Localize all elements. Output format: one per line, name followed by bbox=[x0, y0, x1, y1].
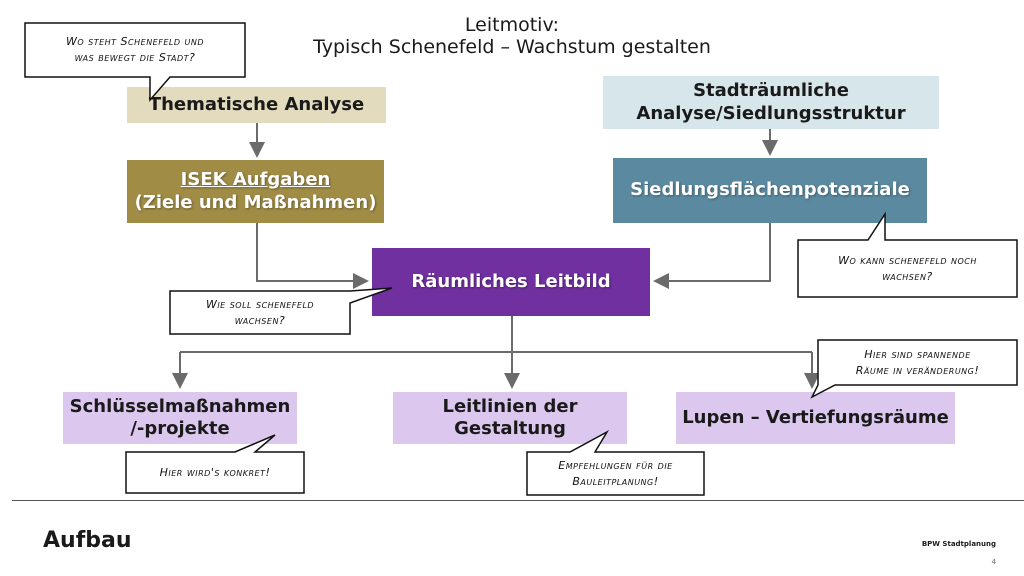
box-schluessel-line2: /-projekte bbox=[130, 418, 230, 439]
box-siedlungsflaechenpotenziale: Siedlungsflächenpotenziale bbox=[613, 158, 927, 223]
bubble-wo-kann-outline bbox=[797, 211, 1018, 298]
bubble-empfehlungen-outline bbox=[526, 430, 705, 496]
box-isek-line1: ISEK Aufgaben bbox=[180, 169, 331, 190]
diagram-title: Leitmotiv: Typisch Schenefeld – Wachstum… bbox=[262, 14, 762, 58]
box-siedlung-label: Siedlungsflächenpotenziale bbox=[630, 179, 910, 201]
bubble-empfehlungen-line2: Bauleitplanung! bbox=[572, 474, 659, 488]
bubble-wie-soll-line2: wachsen? bbox=[234, 313, 286, 327]
bubble-empfehlungen-line1: Empfehlungen für die bbox=[558, 458, 673, 472]
box-leitlinien-line2: Gestaltung bbox=[454, 418, 566, 439]
bubble-wie-soll: Wie soll schenefeld wachsen? bbox=[172, 293, 348, 332]
box-leitbild-label: Räumliches Leitbild bbox=[411, 270, 611, 292]
bubble-hier-sind: Hier sind spannende Räume in veränderung… bbox=[820, 342, 1015, 383]
box-raeumliches-leitbild: Räumliches Leitbild bbox=[372, 248, 650, 316]
box-schluessel-line1: Schlüsselmaßnahmen bbox=[69, 395, 291, 417]
box-lupen-vertiefungsraeume: Lupen – Vertiefungsräume bbox=[676, 392, 955, 444]
brand-label: BPW Stadtplanung bbox=[921, 540, 996, 548]
bubble-hier-sind-line1: Hier sind spannende bbox=[864, 347, 971, 361]
bubble-hier-sind-line2: Räume in veränderung! bbox=[855, 363, 980, 377]
box-leitlinien-gestaltung: Leitlinien der Gestaltung bbox=[393, 392, 627, 444]
bubble-wo-steht-line1: Wo steht Schenefeld und bbox=[65, 35, 205, 49]
bubble-wo-steht-outline bbox=[24, 22, 246, 103]
section-title: Aufbau bbox=[43, 528, 132, 553]
box-stadt-line1: Stadträumliche bbox=[693, 80, 849, 101]
title-line-2: Typisch Schenefeld – Wachstum gestalten bbox=[313, 36, 711, 58]
bubble-hier-wirds: Hier wird's konkret! bbox=[128, 454, 302, 491]
box-stadt-line2: Analyse/Siedlungsstruktur bbox=[636, 102, 906, 124]
title-line-1: Leitmotiv: bbox=[464, 14, 560, 36]
arrow-siedlung-to-leitbild bbox=[653, 223, 771, 289]
bubble-hier-wirds-line1: Hier wird's konkret! bbox=[159, 465, 271, 479]
bubble-wie-soll-line1: Wie soll schenefeld bbox=[205, 297, 315, 311]
bubble-wo-kann-line2: wachsen? bbox=[882, 269, 933, 283]
bubble-hier-wirds-outline bbox=[125, 434, 305, 494]
box-isek-aufgaben: ISEK Aufgaben (Ziele und Maßnahmen) bbox=[127, 160, 384, 223]
box-thematische-analyse: Thematische Analyse bbox=[127, 87, 386, 123]
bubble-wo-kann: Wo kann schenefeld noch wachsen? bbox=[800, 242, 1015, 295]
bubble-wo-steht: Wo steht Schenefeld und was bewegt die S… bbox=[27, 25, 243, 75]
page-number: 4 bbox=[991, 558, 996, 566]
box-thematische-label: Thematische Analyse bbox=[148, 93, 365, 115]
box-lupen-label: Lupen – Vertiefungsräume bbox=[682, 406, 949, 428]
footer-divider bbox=[12, 500, 1024, 501]
bubble-wo-steht-line2: was bewegt die Stadt? bbox=[74, 51, 196, 64]
bubble-wie-soll-outline bbox=[169, 287, 393, 335]
bubble-hier-sind-outline bbox=[810, 339, 1018, 399]
box-schluesselmassnahmen: Schlüsselmaßnahmen /-projekte bbox=[63, 392, 297, 444]
bubble-empfehlungen: Empfehlungen für die Bauleitplanung! bbox=[529, 454, 702, 493]
box-leitlinien-line1: Leitlinien der bbox=[442, 395, 578, 417]
arrow-isek-to-leitbild bbox=[256, 223, 369, 289]
box-stadtraeumliche-analyse: Stadträumliche Analyse/Siedlungsstruktur bbox=[603, 76, 939, 129]
box-isek-line2: (Ziele und Maßnahmen) bbox=[134, 191, 377, 213]
bubble-wo-kann-line1: Wo kann schenefeld noch bbox=[838, 253, 977, 267]
